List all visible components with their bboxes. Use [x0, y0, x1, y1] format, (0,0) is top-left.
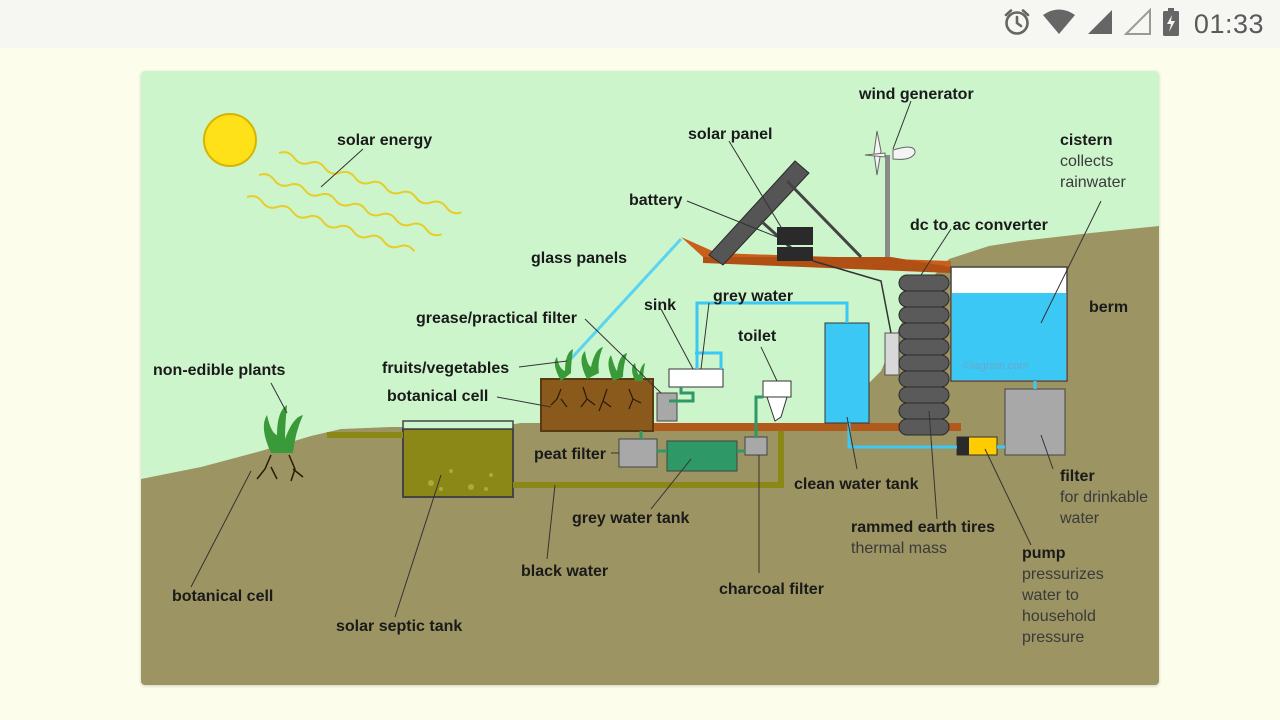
battery — [777, 227, 813, 245]
label-filter-sub2: water — [1059, 510, 1100, 527]
sink — [668, 351, 724, 403]
label-charcoal-filter: charcoal filter — [719, 581, 824, 598]
label-pump-sub4: pressure — [1022, 629, 1084, 646]
non-edible-plants — [256, 405, 304, 482]
drinking-water-filter — [1004, 388, 1066, 456]
wifi-icon — [1042, 8, 1076, 41]
label-filter: filter — [1060, 468, 1095, 485]
wind-generator — [864, 130, 916, 267]
label-cistern: cistern — [1060, 132, 1112, 149]
alarm-icon — [1002, 7, 1032, 42]
label-toilet: toilet — [738, 328, 777, 345]
label-dc-to-ac-converter: dc to ac converter — [910, 217, 1048, 234]
leader-lines — [190, 100, 1102, 618]
watermark: ©iagram.com — [963, 360, 1029, 372]
house-floor — [541, 423, 961, 431]
earthship-diagram: ©iagram.com — [141, 71, 1159, 685]
label-black-water: black water — [521, 563, 608, 580]
label-pump-sub2: water to — [1021, 587, 1079, 604]
label-peat-filter: peat filter — [534, 446, 606, 463]
label-pump: pump — [1022, 545, 1066, 562]
label-sink: sink — [644, 297, 676, 314]
dc-ac-converter — [884, 332, 900, 376]
label-clean-water-tank: clean water tank — [794, 476, 919, 493]
solar-rays — [246, 151, 462, 252]
charcoal-filter — [744, 436, 768, 456]
label-cistern-sub2: rainwater — [1060, 174, 1126, 191]
label-non-edible-plants: non-edible plants — [153, 362, 286, 379]
label-pump-sub1: pressurizes — [1022, 566, 1104, 583]
status-bar: 01:33 — [0, 0, 1280, 48]
solar-septic-tank — [402, 420, 514, 498]
label-grease-filter: grease/practical filter — [416, 310, 577, 327]
label-berm: berm — [1089, 299, 1128, 316]
grey-water-tank — [666, 440, 738, 472]
black-water-pipe — [513, 431, 784, 488]
label-thermal-mass: thermal mass — [851, 540, 947, 557]
label-grey-water: grey water — [713, 288, 793, 305]
peat-filter — [618, 438, 658, 468]
label-glass-panels: glass panels — [531, 250, 627, 267]
label-wind-generator: wind generator — [858, 86, 974, 103]
diagram-card: ©iagram.com — [141, 71, 1159, 685]
clean-water-tank — [824, 322, 870, 424]
label-fruits-vegetables: fruits/vegetables — [382, 360, 509, 377]
glass-panels — [567, 237, 683, 363]
cistern — [950, 266, 1068, 382]
cell-signal-empty-icon — [1123, 7, 1152, 41]
label-solar-septic-tank: solar septic tank — [336, 618, 462, 635]
label-botanical-cell-top: botanical cell — [387, 388, 488, 405]
label-pump-sub3: household — [1022, 608, 1096, 625]
label-solar-energy: solar energy — [337, 132, 432, 149]
cell-signal-icon — [1086, 8, 1114, 41]
label-grey-water-tank: grey water tank — [572, 510, 689, 527]
label-filter-sub1: for drinkable — [1060, 489, 1148, 506]
grease-filter — [656, 392, 678, 422]
rammed-earth-tires — [898, 274, 950, 436]
label-cistern-sub1: collects — [1060, 153, 1113, 170]
toilet — [762, 380, 792, 422]
status-time: 01:33 — [1193, 8, 1264, 39]
battery-charging-icon — [1162, 7, 1180, 42]
label-rammed-earth-tires: rammed earth tires — [851, 519, 995, 536]
label-botanical-cell-bottom: botanical cell — [172, 588, 273, 605]
label-solar-panel: solar panel — [688, 126, 772, 143]
status-icons: 01:33 — [1002, 6, 1264, 42]
label-battery: battery — [629, 192, 682, 209]
sun — [203, 113, 257, 167]
